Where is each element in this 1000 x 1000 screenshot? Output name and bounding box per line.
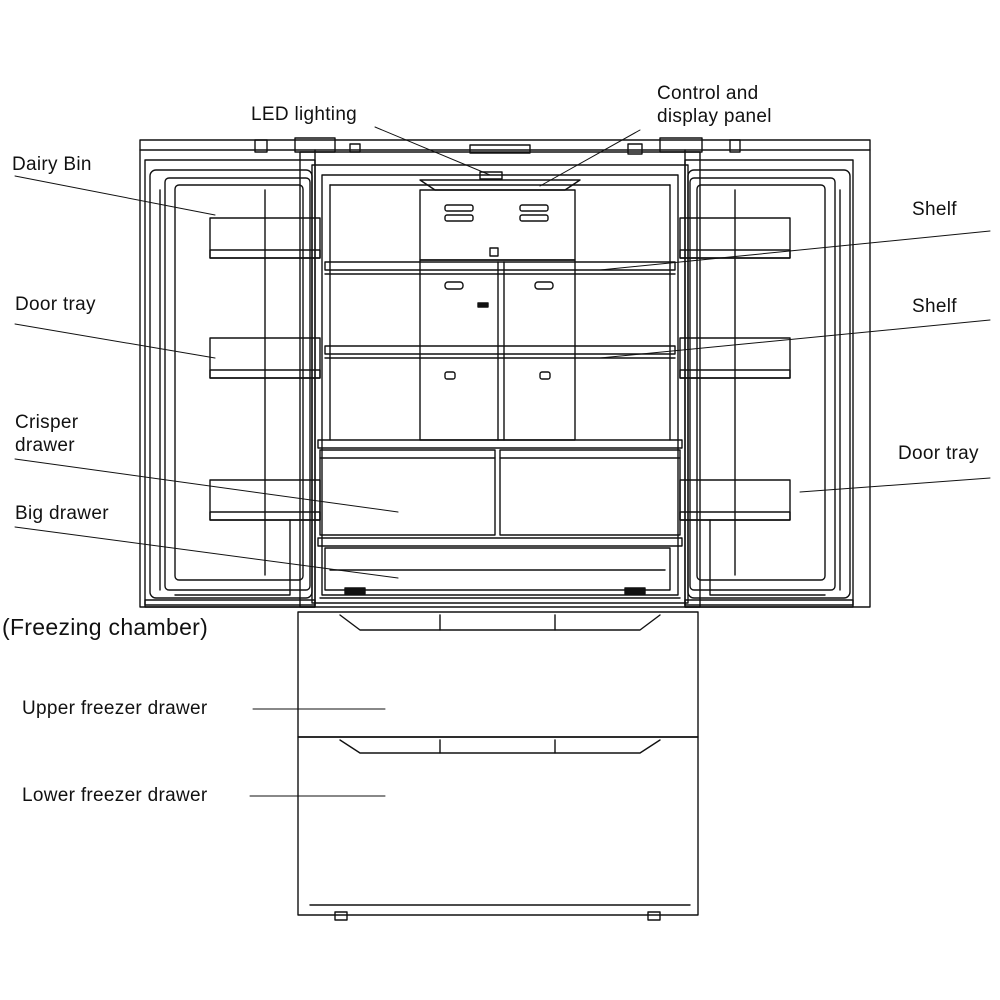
leader-door-tray-right [799,477,991,493]
label-door-tray-right: Door tray [898,443,979,464]
label-control-panel-line1: Control and [657,83,759,104]
upper-freezer-drawer [297,611,699,738]
label-freezing-chamber: (Freezing chamber) [2,614,209,640]
left-door [139,149,321,608]
rear-air-duct [419,189,576,441]
label-crisper-line1: Crisper [15,412,79,433]
leader-shelf-lower [599,319,991,359]
leader-dairy-bin [14,175,216,216]
leader-lines [14,126,991,797]
label-lower-freezer-drawer: Lower freezer drawer [22,785,208,806]
label-shelf-lower: Shelf [912,296,957,317]
label-door-tray-left: Door tray [15,294,96,315]
leader-control-panel [539,129,641,187]
fridge-cabinet [299,151,701,608]
label-led-lighting: LED lighting [251,104,358,125]
label-big-drawer: Big drawer [15,503,109,524]
right-door [679,149,871,608]
label-crisper-line2: drawer [15,435,75,456]
lower-freezer-drawer [297,736,699,921]
leader-led-lighting [374,126,491,176]
leader-big-drawer [14,526,399,579]
shelf-lower [324,345,676,441]
big-drawer [317,537,683,599]
label-shelf-upper: Shelf [912,199,957,220]
crisper-drawers [317,439,683,536]
leader-shelf-upper [599,230,991,271]
label-dairy-bin: Dairy Bin [12,154,92,175]
label-control-panel-line2: display panel [657,106,772,127]
leader-crisper-drawer [14,458,399,513]
leader-door-tray-left [14,323,216,359]
label-upper-freezer-drawer: Upper freezer drawer [22,698,208,719]
shelf-upper [324,261,676,346]
